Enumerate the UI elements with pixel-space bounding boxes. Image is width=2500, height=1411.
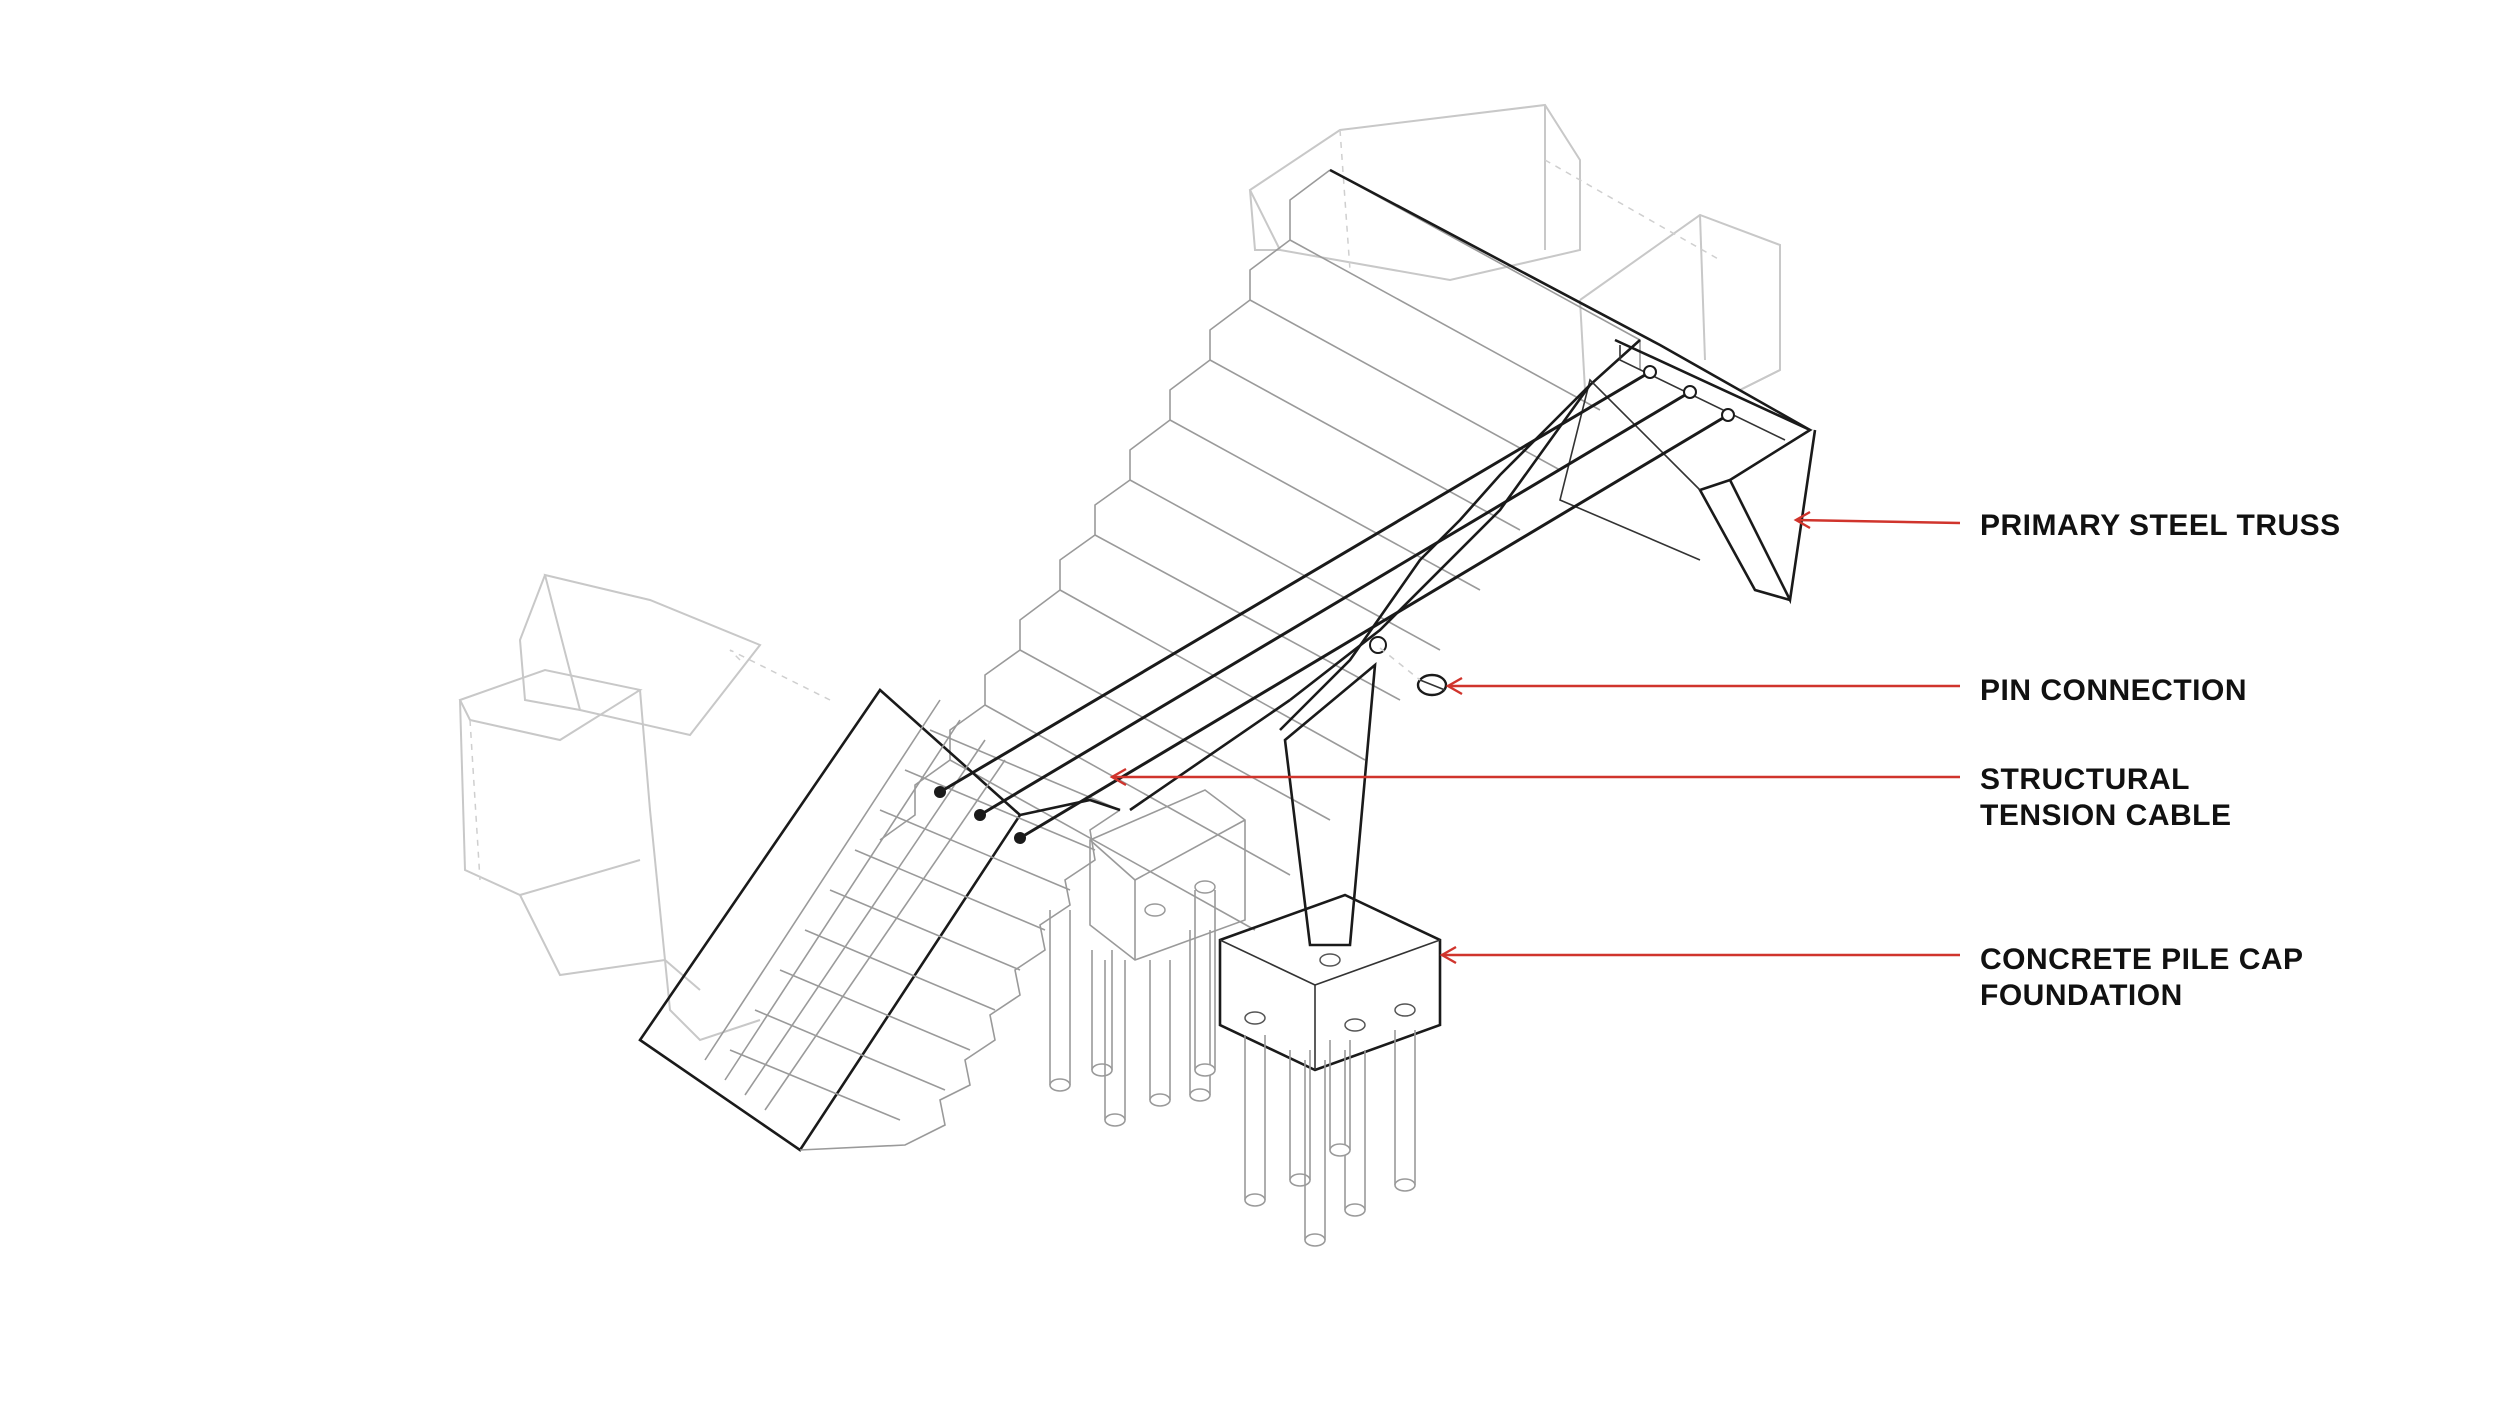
left-pile-cap — [1049, 789, 1246, 1127]
callout-concrete-pile-cap: CONCRETE PILE CAP FOUNDATION — [1980, 942, 2304, 1014]
callout-primary-steel-truss-line-1: PRIMARY STEEL TRUSS — [1980, 509, 2341, 542]
callout-tension-cable-line-2: TENSION CABLE — [1980, 799, 2232, 832]
ghost-context-upper-blocks — [1248, 103, 1781, 391]
leader-tension-cable-arrowhead — [1109, 767, 1127, 787]
callout-primary-steel-truss: PRIMARY STEEL TRUSS — [1980, 508, 2341, 544]
leader-pile-cap — [1439, 945, 1960, 965]
tension-cables — [934, 365, 1735, 844]
lower-stair-flight — [638, 688, 1121, 1152]
leader-primary-steel-truss-arrowhead — [1793, 510, 1811, 530]
callout-leaders — [1109, 510, 1961, 965]
callout-pin-connection-line-1: PIN CONNECTION — [1980, 674, 2248, 707]
ghost-context-landing-left — [458, 573, 831, 1042]
leader-primary-steel-truss — [1793, 510, 1961, 530]
primary-steel-truss — [1559, 338, 1817, 605]
leader-tension-cable — [1109, 767, 1960, 787]
callout-pile-cap-line-2: FOUNDATION — [1980, 979, 2183, 1012]
right-pile-cap — [1218, 893, 1442, 1247]
callout-structural-tension-cable: STRUCTURAL TENSION CABLE — [1980, 762, 2232, 834]
leader-pile-cap-arrowhead — [1439, 945, 1457, 965]
callout-pin-connection: PIN CONNECTION — [1980, 673, 2247, 709]
leader-pin-connection-arrowhead — [1445, 676, 1463, 696]
leader-pin-connection — [1445, 676, 1960, 696]
callout-pile-cap-line-1: CONCRETE PILE CAP — [1980, 943, 2304, 976]
callout-tension-cable-line-1: STRUCTURAL — [1980, 763, 2190, 796]
leader-primary-steel-truss-line — [1795, 518, 1961, 525]
pin-connection-part — [1379, 647, 1448, 697]
